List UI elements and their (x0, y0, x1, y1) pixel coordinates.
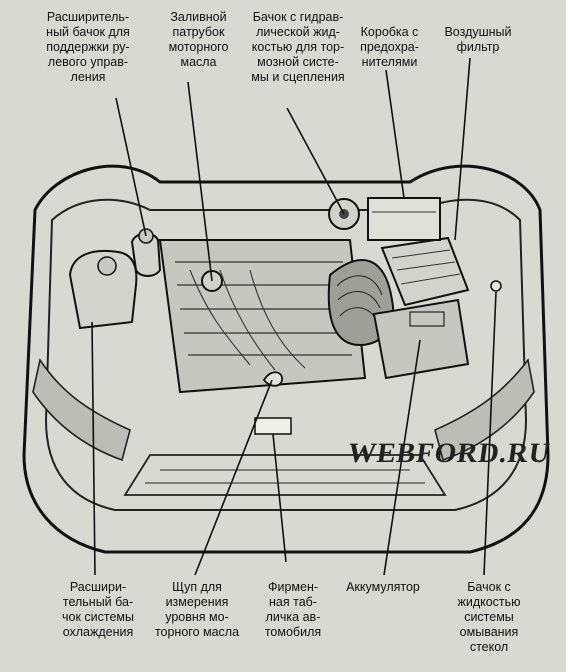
label-coolant-tank: Расшири- тельный ба- чок системы охлажде… (61, 580, 134, 639)
front-grille (123, 454, 447, 496)
label-air-filter: Воздушный фильтр (444, 25, 512, 54)
label-battery: Аккумулятор (346, 580, 420, 594)
washer-tank-shape (490, 280, 502, 292)
right-headlight (434, 358, 535, 462)
callout-lines (91, 57, 497, 576)
label-dipstick: Щуп для измерения уровня мо- торного мас… (154, 580, 240, 639)
label-fuse-box: Коробка с предохра- нителями (360, 25, 419, 69)
label-steering-tank: Расширитель- ный бачок для поддержки ру-… (46, 10, 130, 84)
watermark: WEBFORD.RU (345, 438, 553, 469)
vin-plate-shape (254, 417, 292, 435)
front-body-outline (22, 164, 550, 554)
label-washer-tank: Бачок с жидкостью системы омывания стеко… (457, 580, 521, 654)
fuse-box-shape (367, 197, 441, 241)
coolant-tank-shape (68, 249, 138, 330)
label-vin-plate: Фирмен- ная таб- личка ав- томобиля (264, 580, 322, 639)
left-headlight (32, 357, 131, 462)
inner-body-outline (44, 198, 528, 511)
dipstick-shape (262, 371, 283, 387)
label-brake-tank: Бачок с гидрав- лической жид- костью для… (251, 10, 345, 84)
air-filter-housing (380, 236, 470, 307)
label-oil-filler: Заливной патрубок моторного масла (168, 10, 229, 69)
